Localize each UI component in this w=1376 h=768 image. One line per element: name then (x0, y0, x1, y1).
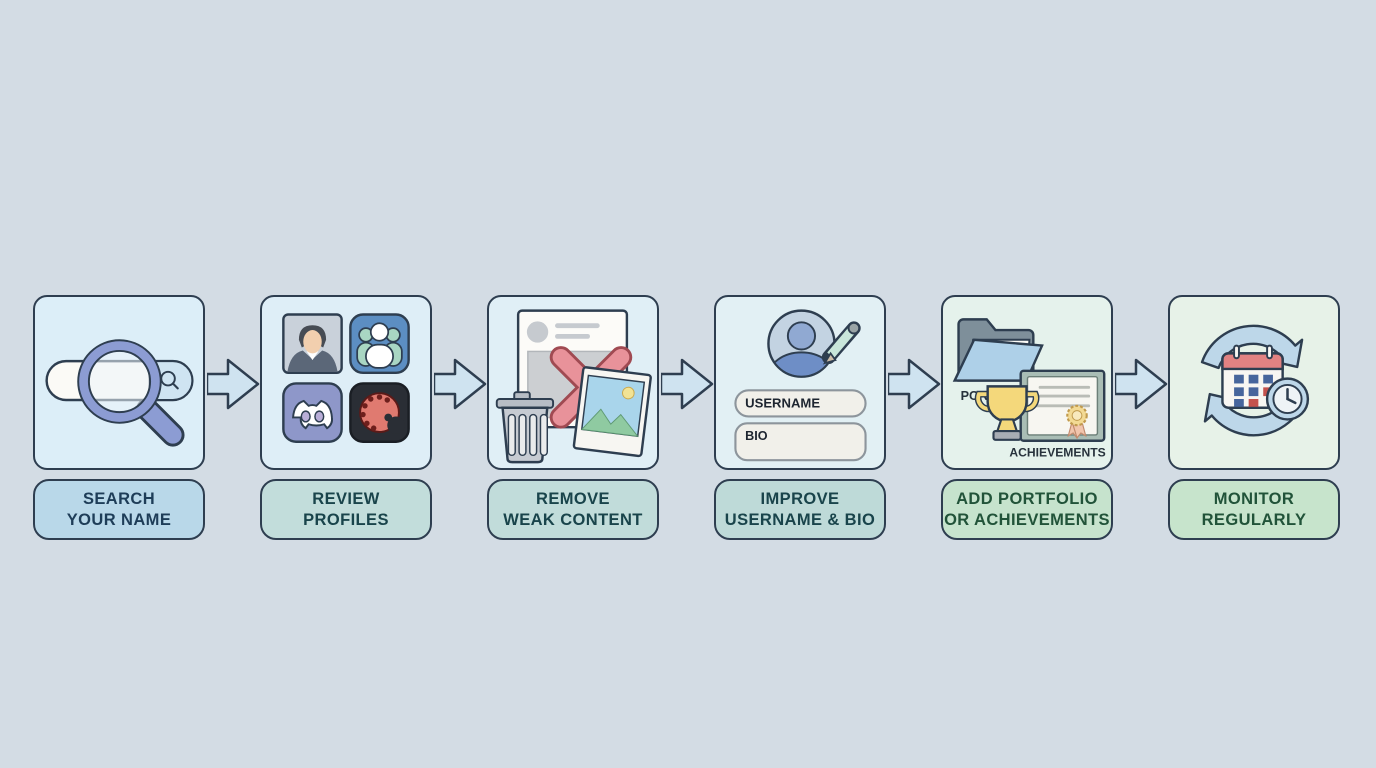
achievements-caption: ACHIEVEMENTS (1009, 445, 1105, 459)
label-line-2: REGULARLY (1201, 510, 1307, 529)
flow-arrow-icon (434, 358, 487, 410)
bio-field-label: BIO (745, 429, 768, 443)
label-line-1: MONITOR (1213, 490, 1295, 509)
improve-username-bio-card: USERNAME BIO (714, 295, 886, 470)
review-profiles-card (260, 295, 432, 470)
calendar-clock-refresh-icon (1200, 324, 1310, 437)
label-line-2: YOUR NAME (66, 510, 172, 529)
step-add-portfolio-achievements: PORTFOLIO (941, 295, 1114, 540)
remove-weak-content-label: REMOVE WEAK CONTENT (487, 479, 659, 540)
art-palette-icon (349, 382, 410, 443)
certificate-icon (1019, 369, 1106, 442)
label-line-1: ADD PORTFOLIO (956, 490, 1098, 509)
clock-icon (1265, 377, 1310, 421)
search-your-name-label: SEARCH YOUR NAME (33, 479, 205, 540)
label-line-2: WEAK CONTENT (503, 510, 643, 529)
magnifier-over-search-bar-icon (45, 339, 194, 447)
username-field-label: USERNAME (745, 396, 820, 411)
step-search-your-name: SEARCH YOUR NAME (33, 295, 206, 540)
label-line-2: PROFILES (303, 510, 389, 529)
ribbon-seal-icon (1066, 404, 1088, 440)
discord-icon (282, 382, 343, 443)
add-portfolio-achievements-card: PORTFOLIO (941, 295, 1113, 470)
improve-username-bio-label: IMPROVE USERNAME & BIO (714, 479, 886, 540)
avatar-edit-pencil-icon: USERNAME BIO (734, 309, 867, 462)
flow-arrow-icon (888, 358, 941, 410)
trash-can-icon (495, 391, 555, 464)
label-line-2: USERNAME & BIO (724, 510, 876, 529)
monitor-regularly-card (1168, 295, 1340, 470)
step-improve-username-bio: USERNAME BIO IMPROVE USERNAME & BIO (714, 295, 887, 540)
profile-apps-grid-icon (282, 313, 410, 443)
label-line-1: REVIEW (312, 490, 380, 509)
remove-weak-content-card (487, 295, 659, 470)
pencil-icon (821, 321, 861, 365)
bio-field: BIO (734, 422, 867, 462)
label-line-1: SEARCH (82, 490, 156, 509)
search-your-name-card (33, 295, 205, 470)
flow-arrow-icon (1115, 358, 1168, 410)
flow-arrow-icon (207, 358, 260, 410)
username-field: USERNAME (734, 389, 867, 418)
review-profiles-label: REVIEW PROFILES (260, 479, 432, 540)
flow-arrow-icon (661, 358, 714, 410)
label-line-1: IMPROVE (760, 490, 840, 509)
step-monitor-regularly: MONITOR REGULARLY (1168, 295, 1341, 540)
monitor-regularly-label: MONITOR REGULARLY (1168, 479, 1340, 540)
portrait-photo-icon (282, 313, 343, 375)
trophy-icon (974, 385, 1040, 441)
add-portfolio-achievements-label: ADD PORTFOLIO OR ACHIEVEMENTS (941, 479, 1113, 540)
step-remove-weak-content: REMOVE WEAK CONTENT (487, 295, 660, 540)
portfolio-folder-icon (952, 318, 1044, 382)
group-people-icon (349, 313, 410, 375)
label-line-1: REMOVE (536, 490, 610, 509)
step-review-profiles: REVIEW PROFILES (260, 295, 433, 540)
label-line-2: OR ACHIEVEMENTS (944, 510, 1110, 529)
photo-polaroid-icon (572, 366, 652, 458)
folder-trophy-certificate-icon: PORTFOLIO (952, 318, 1106, 459)
trash-crossed-post-photo-icon (495, 309, 652, 464)
avatar-icon (767, 309, 836, 378)
